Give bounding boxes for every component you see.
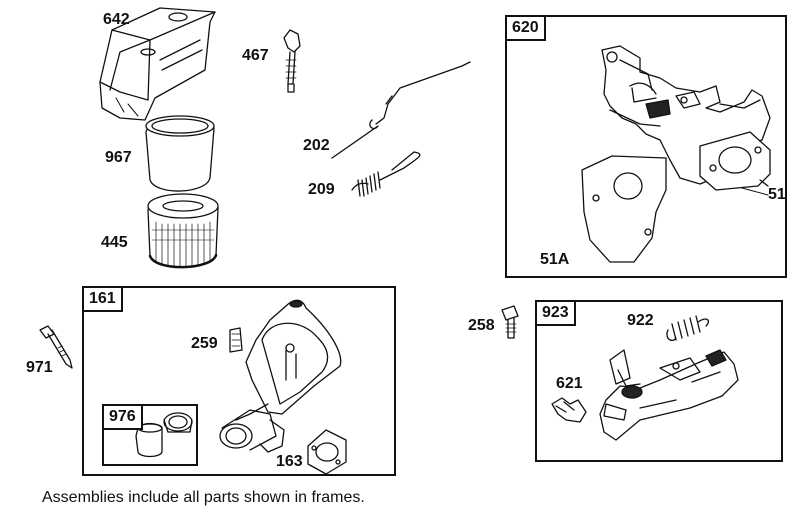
part-label-621: 621 [556,375,583,392]
part-label-209: 209 [308,181,335,198]
intake-elbow-part [219,299,342,453]
part-label-445: 445 [101,234,128,251]
governor-link-part [331,61,471,159]
frame-923: 923 [535,300,783,462]
pre-cleaner-part [145,115,215,192]
gasket-part [699,131,771,191]
frame-976-tag: 976 [102,404,143,430]
spring-922-part [666,315,710,342]
control-plate-part [599,349,739,441]
air-cleaner-cover-part [99,7,216,121]
choke-lever-part [551,397,587,423]
screw-part [501,305,519,339]
part-label-163: 163 [276,453,303,470]
part-label-922: 922 [627,312,654,329]
part-label-642: 642 [103,11,130,28]
clip-part [229,327,243,353]
frame-161: 161 [82,286,396,476]
part-label-259: 259 [191,335,218,352]
assemblies-note: Assemblies include all parts shown in fr… [42,489,365,506]
spacer-plate-part [581,155,667,263]
bolt-part [39,325,73,369]
frame-161-tag: 161 [82,286,123,312]
frame-976: 976 [102,404,198,466]
fuel-cap-part [135,412,193,458]
part-label-971: 971 [26,359,53,376]
frame-620: 620 [505,15,787,278]
part-label-258: 258 [468,317,495,334]
part-label-467: 467 [242,47,269,64]
governor-spring-part [351,151,421,197]
part-label-51a: 51A [540,251,570,268]
part-label-967: 967 [105,149,132,166]
air-filter-part [147,193,219,269]
elbow-gasket-part [307,429,347,475]
frame-923-tag: 923 [535,300,576,326]
frame-620-tag: 620 [505,15,546,41]
part-label-202: 202 [303,137,330,154]
part-label-51: 51 [768,186,786,203]
spark-plug-wire-part [283,29,301,93]
